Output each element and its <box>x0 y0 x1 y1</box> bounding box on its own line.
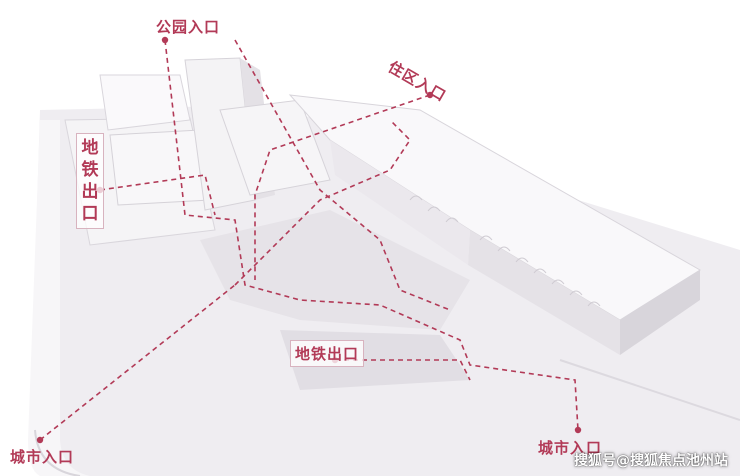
park-entrance-label: 公园入口 <box>156 18 221 36</box>
city-left-dot <box>36 436 44 444</box>
left-building-top <box>99 74 191 131</box>
right-edge-curb <box>559 359 740 421</box>
street-left <box>28 120 90 476</box>
metro-exit-center-label: 地铁出口 <box>290 340 365 367</box>
left-building-annex <box>109 129 211 206</box>
long-building-facade <box>468 230 620 355</box>
city-entrance-left-label: 城市入口 <box>10 448 75 466</box>
watermark: 搜狐号@搜狐焦点池州站 <box>574 453 728 469</box>
residential-dot <box>426 91 434 99</box>
route-park <box>164 39 579 431</box>
city-entrance-right-label: 城市入口 <box>538 439 603 457</box>
route-lines <box>39 39 579 441</box>
long-building-end <box>620 270 700 355</box>
route-metro-center <box>335 359 471 381</box>
arcade-arches <box>409 195 601 307</box>
central-plaza <box>200 210 470 330</box>
route-residential <box>254 94 431 280</box>
route-city-left <box>39 284 236 441</box>
city-right-dot <box>574 426 582 434</box>
site-curb <box>34 429 81 476</box>
park-dot <box>161 36 169 44</box>
metro-exit-side-label: 地铁出口 <box>76 133 104 229</box>
long-building-facade-2 <box>330 140 470 265</box>
